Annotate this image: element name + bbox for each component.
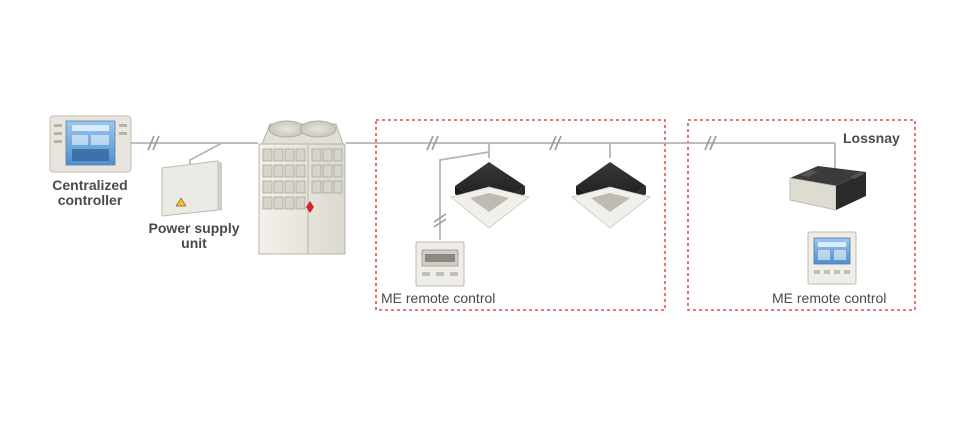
ventilation-unit-icon [789, 166, 866, 211]
power-supply-unit-label: Power supply unit [148, 220, 240, 251]
ceiling-cassette-icon [450, 162, 530, 229]
me-remote-control-label: ME remote control [381, 290, 496, 306]
indoor-group-border [375, 119, 666, 311]
ceiling-cassette-icon [571, 162, 651, 229]
double-slash-icon [147, 135, 717, 228]
vrf-outdoor-unit-icon [258, 120, 346, 255]
wall-remote-control-icon [807, 231, 857, 285]
touchscreen-controller-icon [49, 115, 132, 173]
centralized-controller-label: Centralized controller [52, 177, 128, 208]
me-remote-control-label: ME remote control [772, 290, 887, 306]
wall-remote-control-icon [415, 241, 465, 287]
lossnay-group-border [687, 119, 916, 311]
power-supply-box-icon [161, 160, 222, 217]
lossnay-label: Lossnay [843, 130, 900, 146]
